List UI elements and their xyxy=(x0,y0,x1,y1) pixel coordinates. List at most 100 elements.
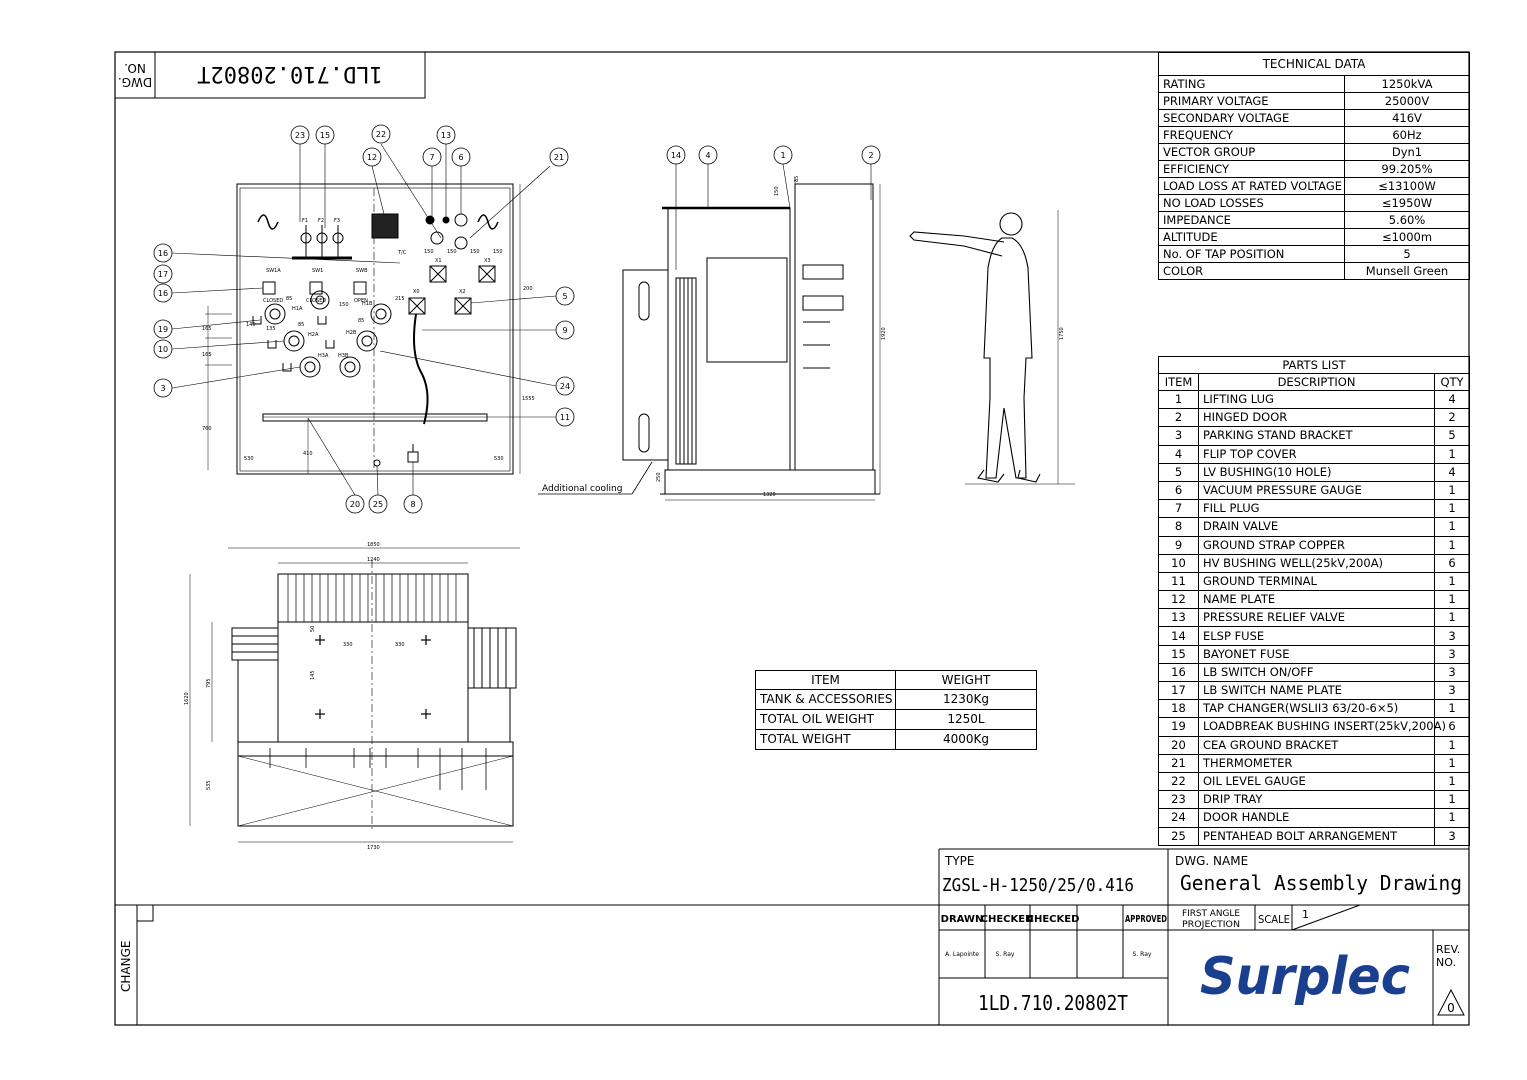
parts-list-description: PRESSURE RELIEF VALVE xyxy=(1198,608,1435,628)
parts-list-qty: 1 xyxy=(1434,790,1470,810)
parts-list-qty: 1 xyxy=(1434,699,1470,719)
label-closed-1: CLOSED xyxy=(263,298,283,304)
top-view xyxy=(189,547,520,843)
parts-list-item: 15 xyxy=(1158,644,1199,664)
parts-list-item: 14 xyxy=(1158,626,1199,646)
parts-list-qty: 3 xyxy=(1434,680,1470,701)
technical-data-value: 60Hz xyxy=(1344,126,1470,144)
dim-760: 760 xyxy=(202,426,212,432)
rev-label-1: REV. xyxy=(1436,943,1460,956)
technical-data-label: VECTOR GROUP xyxy=(1158,143,1345,161)
parts-list-qty: 1 xyxy=(1434,499,1470,519)
parts-list-item: 24 xyxy=(1158,808,1199,828)
dim-250-side: 250 xyxy=(656,472,662,482)
dim-1320: 1320 xyxy=(763,492,776,498)
technical-data-label: LOAD LOSS AT RATED VOLTAGE xyxy=(1158,177,1345,195)
dim-85-b: 85 xyxy=(298,322,304,328)
projection-label-1: FIRST ANGLE xyxy=(1182,909,1240,919)
technical-data-value: Dyn1 xyxy=(1344,143,1470,161)
rev-label-2: NO. xyxy=(1436,956,1456,969)
dim-140: 140 xyxy=(246,322,256,328)
label-h1b: H1B xyxy=(362,301,373,307)
svg-text:12: 12 xyxy=(367,153,377,162)
weight-value: 1250L xyxy=(895,709,1037,730)
dim-135: 135 xyxy=(266,326,276,332)
parts-list-description: ELSP FUSE xyxy=(1198,626,1435,646)
top-view-labels: 1850 1240 330 330 1620 795 535 1730 145 … xyxy=(184,542,405,851)
label-h3a: H3A xyxy=(318,353,329,359)
dim-150-b: 150 xyxy=(447,249,457,255)
parts-list-qty: 1 xyxy=(1434,571,1470,592)
balloon-3: 3 xyxy=(153,378,173,398)
dim-330-a: 330 xyxy=(343,642,353,648)
technical-data-value: 416V xyxy=(1344,109,1470,127)
parts-list-item: 17 xyxy=(1158,680,1199,701)
svg-text:25: 25 xyxy=(373,500,383,509)
parts-list-description: FLIP TOP COVER xyxy=(1198,444,1435,464)
technical-data-label: EFFICIENCY xyxy=(1158,160,1345,178)
technical-data-value: Munsell Green xyxy=(1344,262,1470,280)
svg-text:11: 11 xyxy=(560,413,570,422)
scale-value: 1 xyxy=(1302,908,1309,921)
additional-cooling-annotation: Additional cooling xyxy=(538,461,653,495)
parts-list-item: 22 xyxy=(1158,771,1199,792)
svg-text:19: 19 xyxy=(158,325,168,334)
title-block-text: REV. NO. CHANGE TYPE ZGSL-H-1250/25/0.41… xyxy=(119,854,1462,1015)
parts-list-description: CEA GROUND BRACKET xyxy=(1198,735,1435,755)
dwg-number-bottom: 1LD.710.20802T xyxy=(978,991,1128,1015)
parts-list-description: LV BUSHING(10 HOLE) xyxy=(1198,462,1435,482)
dim-200: 200 xyxy=(523,286,533,292)
parts-list-title: PARTS LIST xyxy=(1158,356,1470,374)
label-tc: T/C xyxy=(397,250,407,256)
technical-data-label: PRIMARY VOLTAGE xyxy=(1158,92,1345,110)
parts-list-item: 19 xyxy=(1158,717,1199,737)
parts-header-item: ITEM xyxy=(1158,373,1199,391)
label-h2a: H2A xyxy=(308,332,319,338)
parts-list-qty: 6 xyxy=(1434,553,1470,573)
weight-item: TOTAL OIL WEIGHT xyxy=(755,709,896,730)
drawn-label: DRAWN xyxy=(941,914,984,925)
label-open: OPEN xyxy=(354,298,368,304)
balloon-6: 6 xyxy=(451,147,471,167)
parts-list-description: DOOR HANDLE xyxy=(1198,808,1435,828)
weight-value: 1230Kg xyxy=(895,689,1037,710)
dim-150-c: 150 xyxy=(470,249,480,255)
balloon-5: 5 xyxy=(555,286,575,306)
checked-label-1: CHECKED xyxy=(981,914,1034,925)
label-h2b: H2B xyxy=(346,330,357,336)
technical-data-value: 99.205% xyxy=(1344,160,1470,178)
svg-text:4: 4 xyxy=(705,151,710,160)
parts-list-item: 16 xyxy=(1158,662,1199,683)
balloon-23: 23 xyxy=(290,125,310,145)
label-swb: SWB xyxy=(356,268,368,274)
additional-cooling-label: Additional cooling xyxy=(542,484,622,494)
dim-1750: 1750 xyxy=(1059,327,1065,340)
parts-list-item: 10 xyxy=(1158,553,1199,573)
label-f2: F2 xyxy=(318,218,324,224)
dim-150-a: 150 xyxy=(424,249,434,255)
technical-data-label: No. OF TAP POSITION xyxy=(1158,245,1345,263)
parts-list-description: LB SWITCH NAME PLATE xyxy=(1198,680,1435,701)
parts-list-description: PARKING STAND BRACKET xyxy=(1198,426,1435,446)
dim-1555: 1555 xyxy=(522,396,535,402)
parts-list-item: 2 xyxy=(1158,408,1199,428)
technical-data-label: RATING xyxy=(1158,75,1345,93)
parts-list-qty: 4 xyxy=(1434,462,1470,482)
dim-1730: 1730 xyxy=(367,845,380,851)
